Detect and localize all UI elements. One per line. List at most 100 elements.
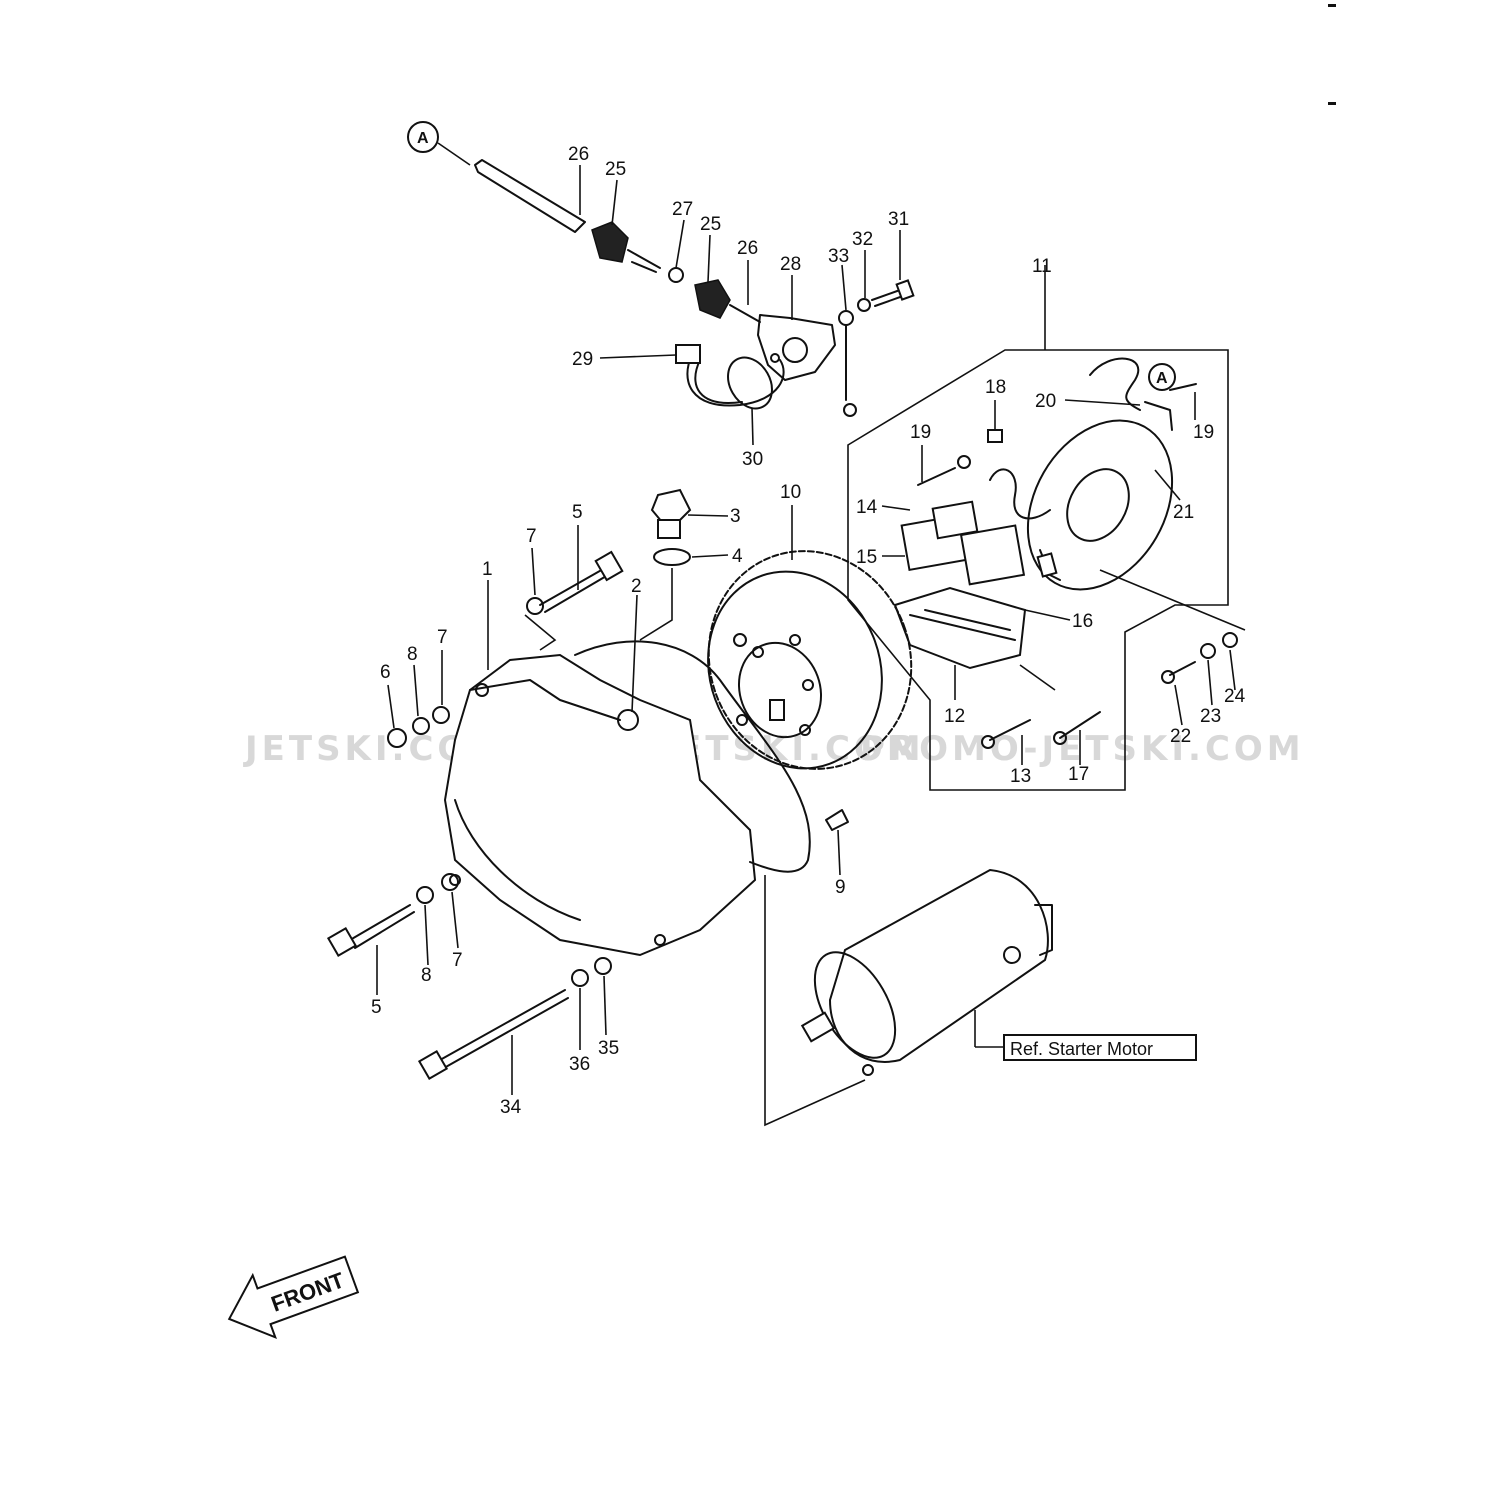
corner-mark-1	[1328, 4, 1336, 7]
stator-plate	[1026, 419, 1174, 591]
front-arrow: FRONT	[227, 1255, 360, 1340]
callout-7: 7	[437, 627, 448, 648]
washer-8-upper	[412, 717, 430, 735]
callout-13: 13	[1010, 766, 1031, 787]
tach-gear-lower	[694, 279, 731, 319]
callout-30: 30	[742, 449, 763, 470]
tach-shaft	[474, 159, 586, 233]
generator-cover	[443, 640, 811, 957]
coil-15	[959, 524, 1026, 586]
callout-33: 33	[828, 246, 849, 267]
ref-starter-motor-label: Ref. Starter Motor	[1010, 1039, 1153, 1059]
callout-16: 16	[1072, 611, 1093, 632]
callout-22: 22	[1170, 726, 1191, 747]
cover-body	[443, 653, 757, 957]
washer-24	[1222, 632, 1238, 648]
stator-assembly-box	[847, 349, 1229, 791]
callout-3: 3	[730, 506, 741, 527]
callout-numbers: 26 25 27 25 26 28 33 32 31 11 29 30 18 2…	[371, 144, 1246, 1118]
callout-20: 20	[1035, 391, 1056, 412]
connector-16	[1036, 552, 1058, 578]
flywheel-ring-gear	[707, 550, 913, 770]
screw-17	[1059, 711, 1101, 739]
washer-35	[594, 957, 612, 975]
callout-11: 11	[1032, 256, 1052, 277]
reference-circle-a-left-label: A	[417, 130, 429, 147]
washer-23	[1200, 643, 1216, 659]
callout-2: 2	[631, 576, 642, 597]
callout-26: 26	[737, 238, 758, 259]
bolt-31	[871, 289, 904, 307]
washer-7-lower	[441, 873, 459, 891]
washer-7-upper	[526, 597, 544, 615]
reference-circle-a-left	[407, 121, 439, 153]
callout-29: 29	[572, 349, 593, 370]
tach-housing	[757, 314, 836, 381]
bolt-34	[439, 989, 569, 1069]
callout-31: 31	[888, 209, 909, 230]
callout-7: 7	[526, 526, 537, 547]
callout-32: 32	[852, 229, 873, 250]
tach-pin	[668, 267, 684, 283]
callout-14: 14	[856, 497, 878, 518]
o-ring-4	[653, 548, 691, 566]
tach-wire-harness	[686, 354, 785, 407]
o-ring-30	[727, 356, 773, 410]
callout-25: 25	[605, 159, 626, 180]
callout-28: 28	[780, 254, 801, 275]
callout-6: 6	[380, 662, 391, 683]
starter-motor	[800, 868, 1053, 1076]
washer-36	[571, 969, 589, 987]
callout-8: 8	[407, 644, 418, 665]
front-arrow-shape	[227, 1255, 360, 1340]
watermark-3: PROMO-JETSKI.COM	[860, 729, 1305, 769]
tach-gear-upper	[591, 221, 629, 263]
connector-18	[987, 429, 1003, 443]
callout-18: 18	[985, 377, 1006, 398]
callout-1: 1	[482, 559, 493, 580]
starter-motor-body	[828, 868, 1049, 1063]
ref-starter-motor-box	[1003, 1034, 1197, 1061]
leader-lines	[376, 165, 1236, 1095]
gasket-2	[574, 640, 811, 873]
callout-17: 17	[1068, 764, 1089, 785]
callout-27: 27	[672, 199, 693, 220]
reference-circle-a-right	[1148, 363, 1176, 391]
callout-5: 5	[371, 997, 382, 1018]
screw-22	[1169, 661, 1196, 676]
callout-10: 10	[780, 482, 801, 503]
callout-5: 5	[572, 502, 583, 523]
callout-19: 19	[910, 422, 931, 443]
connector-29	[675, 344, 701, 364]
dowel-pin-9	[825, 809, 849, 831]
tach-cable-assembly: A	[407, 121, 915, 417]
callout-12: 12	[944, 706, 965, 727]
bolt-5-lower	[349, 904, 415, 949]
stator-assembly: A	[893, 357, 1197, 749]
callout-7: 7	[452, 950, 463, 971]
nut-6	[387, 728, 407, 748]
callout-9: 9	[835, 877, 846, 898]
screw-19-left	[917, 467, 956, 486]
reference-circle-a-right-label: A	[1156, 370, 1168, 387]
washer-7-mid	[432, 706, 450, 724]
callout-25: 25	[700, 214, 721, 235]
stator-wire-loop	[1089, 357, 1141, 411]
callout-34: 34	[500, 1097, 522, 1118]
washer-32	[857, 298, 871, 312]
oil-plug-3	[650, 488, 692, 524]
callout-15: 15	[856, 547, 877, 568]
callout-4: 4	[732, 546, 743, 567]
callout-36: 36	[569, 1054, 590, 1075]
screw-13	[989, 719, 1031, 741]
callout-23: 23	[1200, 706, 1221, 727]
callout-35: 35	[598, 1038, 619, 1059]
flywheel-body	[707, 570, 883, 770]
screw-19-right	[1169, 383, 1197, 391]
bolt-5-upper	[539, 567, 609, 613]
flywheel-rotor	[707, 550, 913, 770]
lug-33	[838, 310, 854, 326]
corner-mark-2	[1328, 102, 1336, 105]
callout-19: 19	[1193, 422, 1214, 443]
